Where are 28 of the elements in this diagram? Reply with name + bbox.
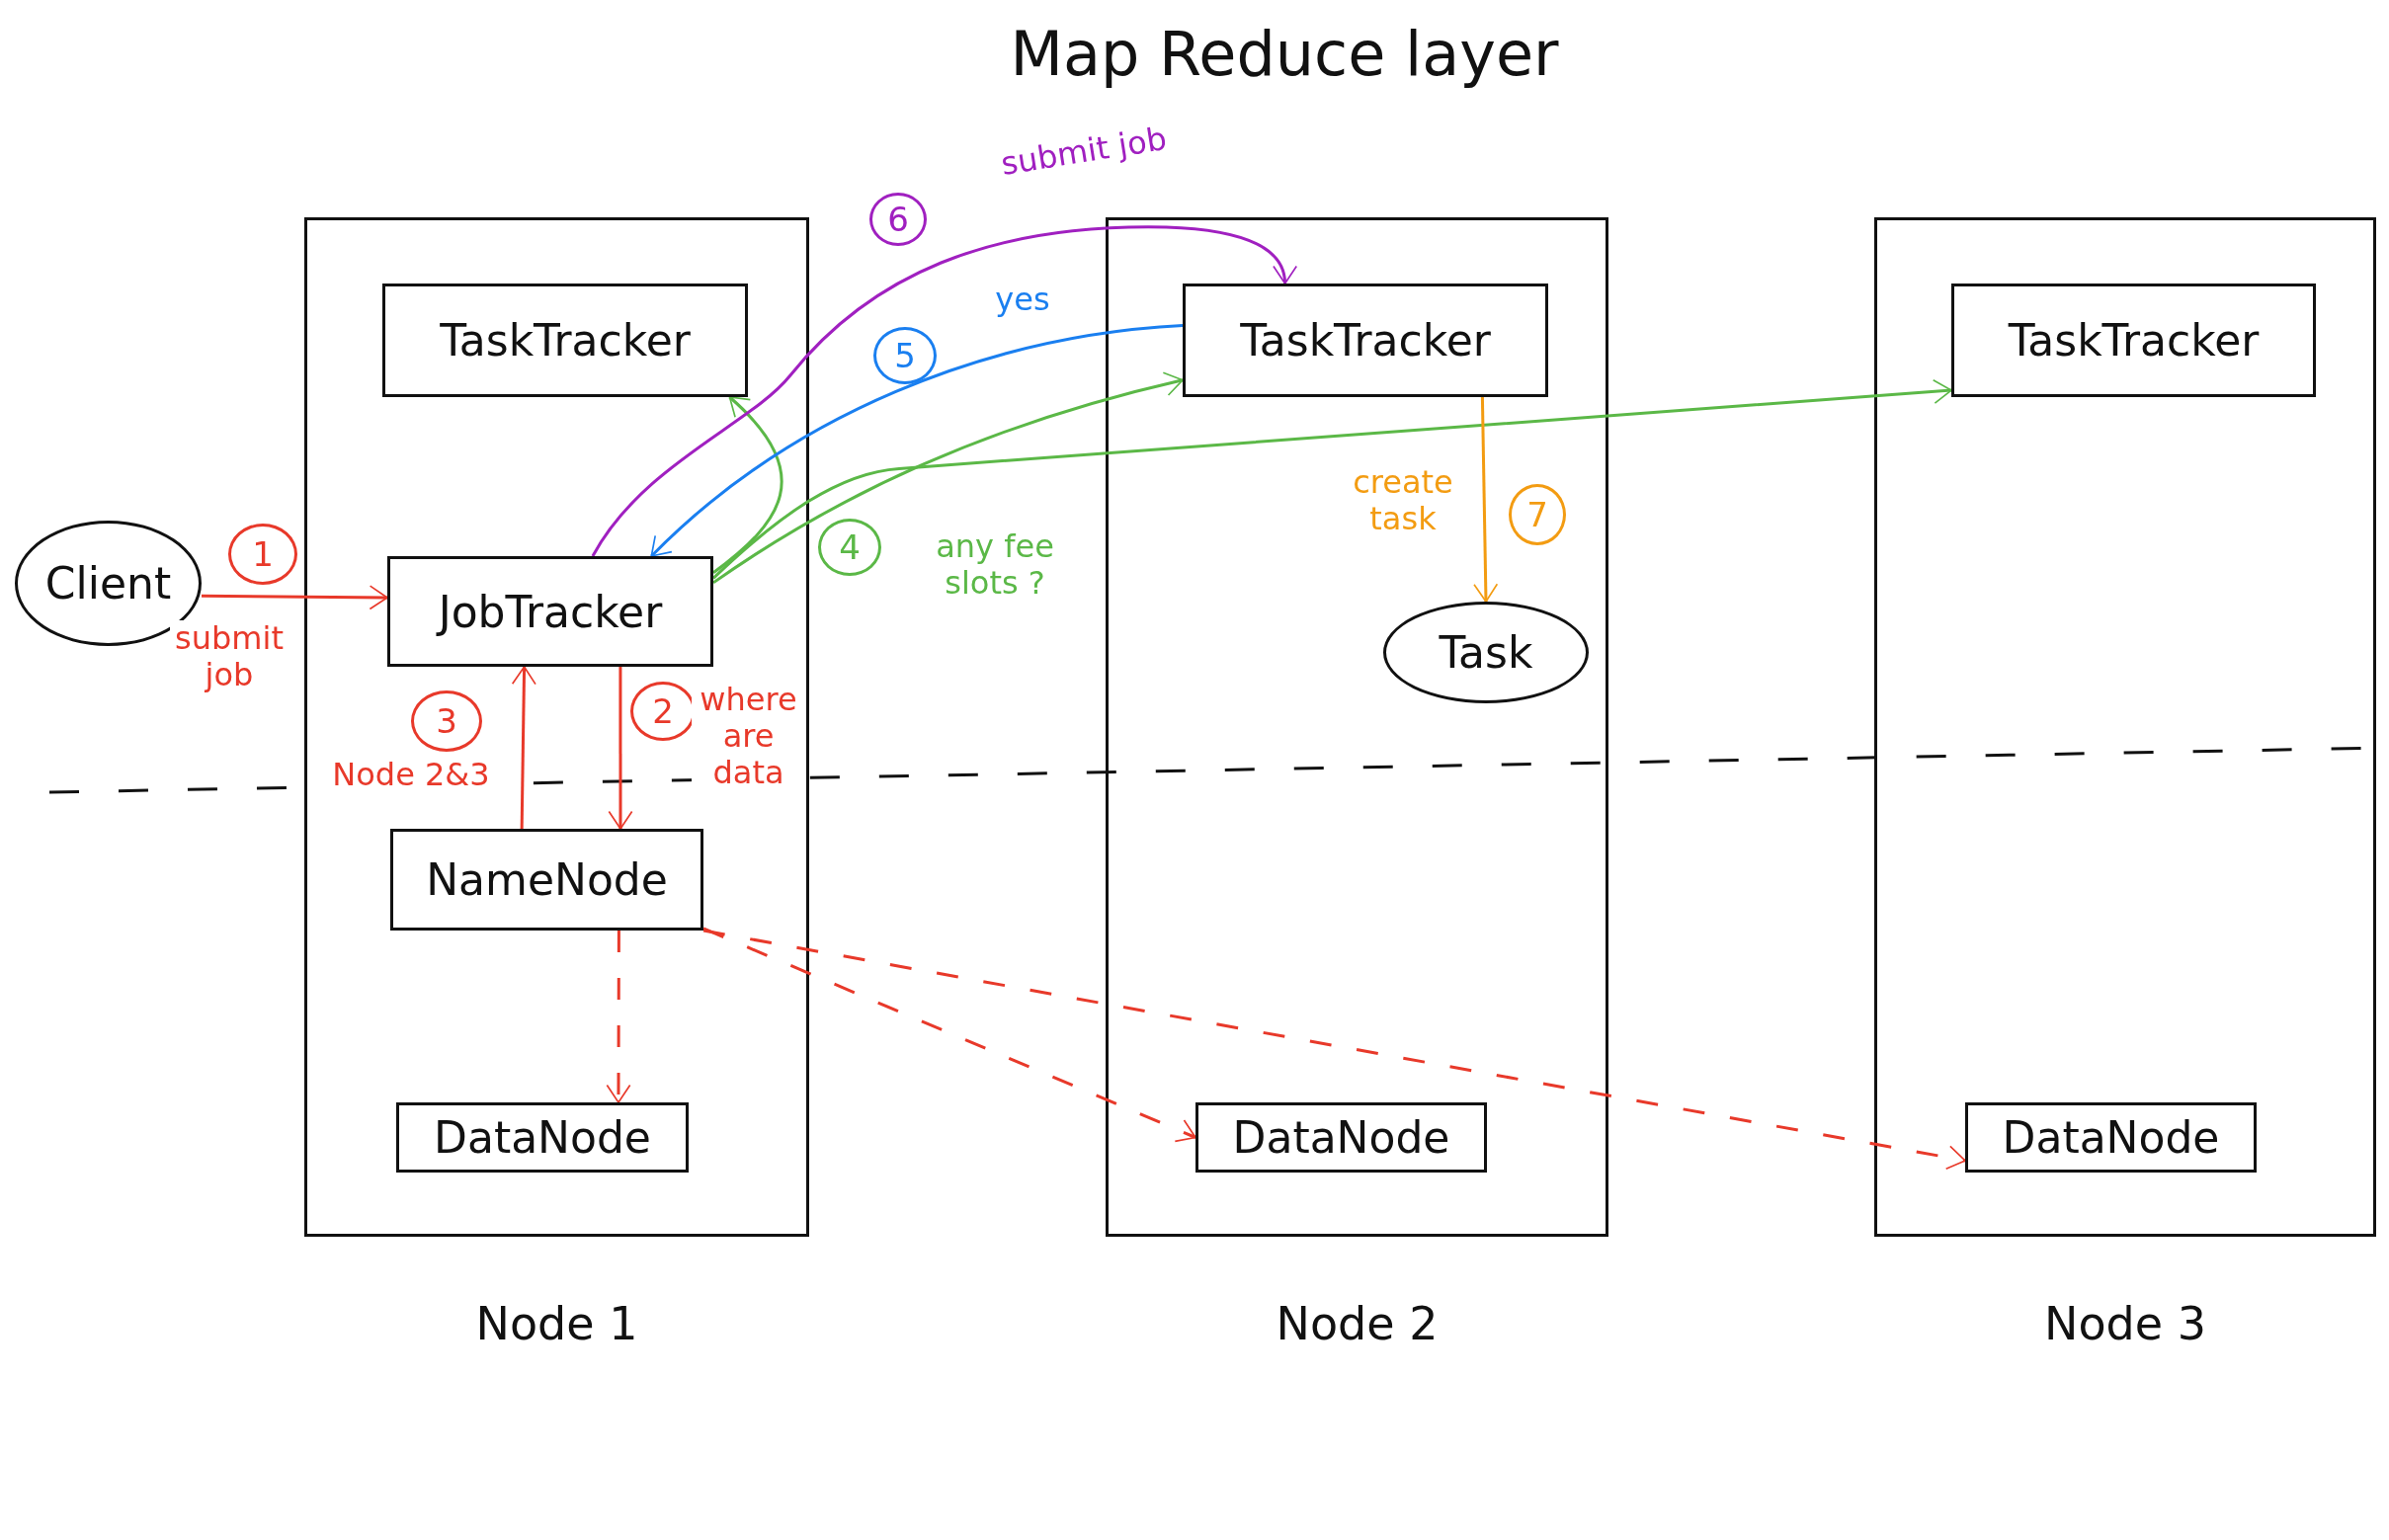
arrow (650, 324, 1184, 558)
process-box: DataNode (1965, 1102, 2257, 1173)
arrow (712, 395, 783, 574)
step-number-circle: 1 (228, 524, 297, 585)
process-box: TaskTracker (382, 284, 748, 397)
step-number-circle: 4 (818, 519, 881, 576)
step-number-circle: 3 (411, 690, 482, 752)
arrow (608, 667, 633, 830)
process-box: NameNode (390, 829, 703, 931)
arrow (712, 371, 1184, 585)
node-label: Node 2 (1275, 1296, 1440, 1352)
process-box: TaskTracker (1183, 284, 1548, 397)
process-box: DataNode (1195, 1102, 1487, 1173)
node-label: Node 3 (2043, 1296, 2207, 1352)
node-label: Node 1 (474, 1296, 639, 1352)
arrow (202, 585, 388, 610)
layer-title: Map Reduce layer (1009, 18, 1560, 90)
step-number-circle: 7 (1509, 484, 1566, 545)
arrow (1473, 396, 1499, 603)
step-number-circle: 6 (869, 193, 927, 246)
process-box: DataNode (396, 1102, 689, 1173)
arrow (591, 225, 1296, 557)
ellipse-node: Task (1383, 602, 1589, 703)
process-box: JobTracker (387, 556, 713, 667)
arrow (711, 378, 1952, 580)
step-number-circle: 5 (873, 327, 937, 384)
process-box: TaskTracker (1951, 284, 2316, 397)
arrow (511, 666, 536, 830)
